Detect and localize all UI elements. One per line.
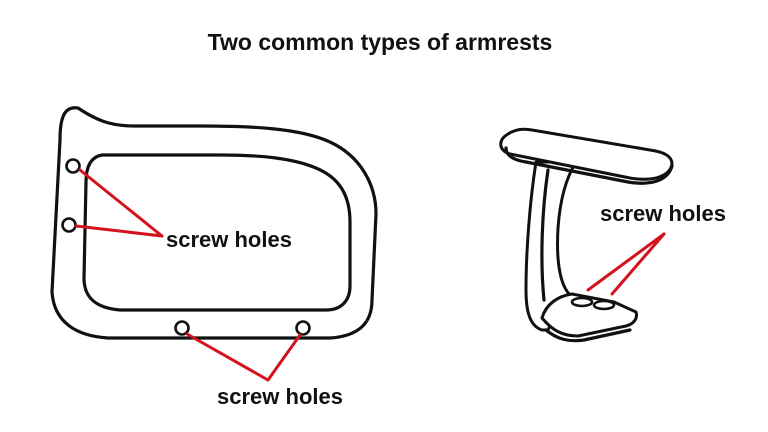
diagram-title: Two common types of armrests: [208, 29, 553, 55]
pointer-line-t-armrest-left: [586, 232, 666, 292]
panel-screw-hole-bottom-right: [295, 320, 311, 336]
t-armrest-post-contour: [540, 168, 550, 302]
t-armrest: screw holes: [499, 127, 726, 343]
t-armrest-pad: [499, 127, 674, 181]
panel-armrest-outer-frame: [50, 106, 378, 340]
panel-screw-hole-lower: [61, 217, 77, 233]
t-armrest-pad-edge: [504, 146, 674, 185]
screw-holes-label-t-armrest: screw holes: [600, 201, 726, 226]
t-armrest-base-edge: [544, 328, 632, 343]
pointer-line-upper-hole: [78, 168, 164, 238]
panel-screw-hole-bottom-left: [174, 320, 190, 336]
pointer-line-lower-hole: [74, 224, 164, 238]
pointer-line-t-armrest-right: [610, 232, 666, 296]
screw-holes-label-bottom: screw holes: [217, 384, 343, 409]
t-armrest-screw-hole-right: [592, 299, 616, 311]
panel-armrest-inner-frame: [82, 153, 352, 312]
screw-holes-label-side: screw holes: [166, 227, 292, 252]
panel-armrest: screw holes screw holes: [50, 106, 378, 409]
pointer-line-bottom-right-hole: [266, 333, 302, 382]
pointer-line-bottom-left-hole: [185, 332, 270, 382]
t-armrest-screw-hole-left: [570, 296, 594, 308]
panel-screw-hole-upper: [65, 158, 81, 174]
